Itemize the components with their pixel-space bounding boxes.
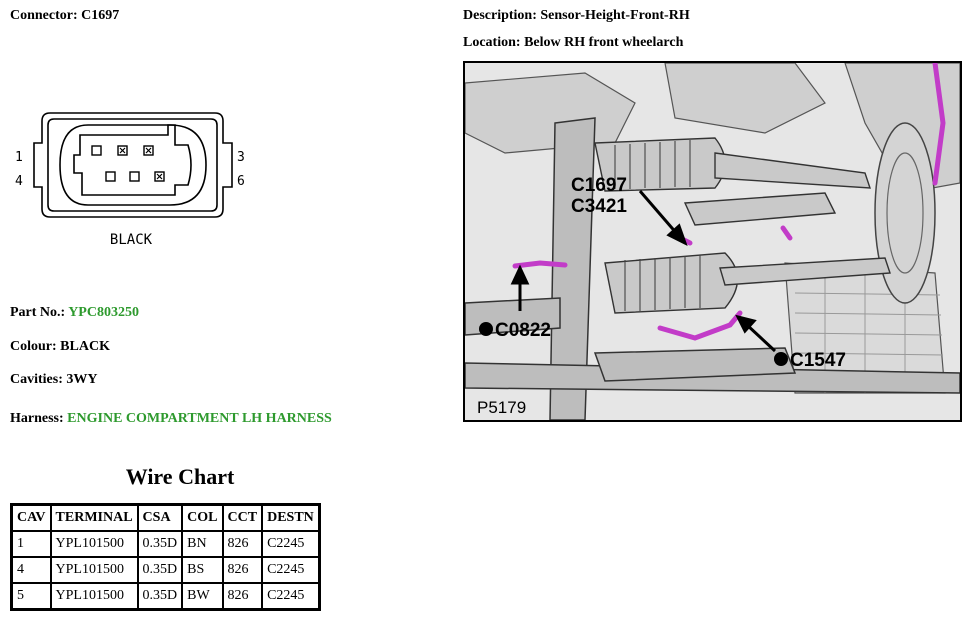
connector-face-drawing: 1 4 3 6 BLACK [15,112,245,248]
harness-value[interactable]: ENGINE COMPARTMENT LH HARNESS [67,411,332,426]
cell-destn: C2245 [261,556,321,584]
cavity-4 [105,171,116,182]
description-label: Description: [463,8,537,23]
part-no-label: Part No.: [10,305,66,320]
callout-c1547: C1547 [790,350,846,371]
table-row: 1 YPL101500 0.35D BN 826 C2245 [10,530,321,558]
cell-cct: 826 [221,556,264,584]
colour-label: Colour: [10,339,57,354]
cavity-5 [129,171,140,182]
cell-col: BS [181,556,224,584]
cell-csa: 0.35D [136,530,184,558]
cavities-label: Cavities: [10,372,63,387]
c0822-dot-icon [479,322,493,336]
cell-terminal: YPL101500 [49,556,139,584]
header-cct: CCT [221,503,264,532]
connector-label: Connector: [10,8,78,23]
pin-label-6: 6 [237,174,245,189]
pin-label-1: 1 [15,150,23,165]
callout-c3421: C3421 [571,196,627,217]
description-value: Sensor-Height-Front-RH [540,8,690,23]
cell-destn: C2245 [261,530,321,558]
cavities-field: Cavities: 3WY [10,372,98,388]
cell-cct: 826 [221,582,264,611]
cell-terminal: YPL101500 [49,530,139,558]
cell-csa: 0.35D [136,582,184,611]
cell-cav: 4 [10,556,52,584]
pin-label-4: 4 [15,174,23,189]
cell-cav: 5 [10,582,52,611]
photo-reference: P5179 [477,398,526,417]
callout-c1697: C1697 [571,175,627,196]
location-value: Below RH front wheelarch [524,35,684,50]
callout-c0822: C0822 [495,320,551,341]
harness-label: Harness: [10,411,64,426]
cell-col: BN [181,530,224,558]
cell-destn: C2245 [261,582,321,611]
part-no-value[interactable]: YPC803250 [68,305,139,320]
colour-field: Colour: BLACK [10,339,110,355]
engine-bay-illustration: C1697 C3421 C0822 C1547 P5179 [465,63,960,420]
drawing-colour-text: BLACK [110,232,153,248]
table-header-row: CAV TERMINAL CSA COL CCT DESTN [10,503,321,532]
location-field: Location: Below RH front wheelarch [463,35,683,51]
part-no-field: Part No.: YPC803250 [10,305,139,321]
c1547-dot-icon [774,352,788,366]
cavities-value: 3WY [66,372,98,387]
connector-value: C1697 [81,8,120,23]
location-illustration: C1697 C3421 C0822 C1547 P5179 [463,61,962,422]
header-cav: CAV [10,503,52,532]
wire-chart-title: Wire Chart [125,464,235,489]
header-col: COL [181,503,224,532]
cell-col: BW [181,582,224,611]
table-row: 4 YPL101500 0.35D BS 826 C2245 [10,556,321,584]
wire-chart-table: CAV TERMINAL CSA COL CCT DESTN 1 YPL1015… [10,503,321,611]
connector-field: Connector: C1697 [10,8,119,24]
header-csa: CSA [136,503,184,532]
table-row: 5 YPL101500 0.35D BW 826 C2245 [10,582,321,611]
cell-csa: 0.35D [136,556,184,584]
cell-terminal: YPL101500 [49,582,139,611]
cell-cct: 826 [221,530,264,558]
colour-value: BLACK [60,339,110,354]
description-field: Description: Sensor-Height-Front-RH [463,8,690,24]
location-label: Location: [463,35,521,50]
cell-cav: 1 [10,530,52,558]
pin-label-3: 3 [237,150,245,165]
header-terminal: TERMINAL [49,503,139,532]
harness-field: Harness: ENGINE COMPARTMENT LH HARNESS [10,411,332,427]
cavity-1 [91,145,102,156]
header-destn: DESTN [261,503,321,532]
